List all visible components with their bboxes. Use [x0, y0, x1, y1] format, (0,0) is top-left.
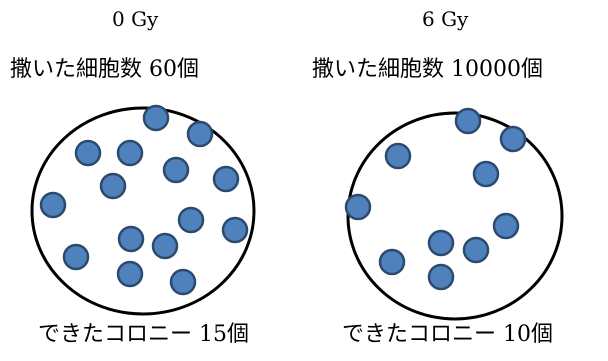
colony: [427, 263, 455, 291]
panel-0gy: 0 Gy 撒いた細胞数 60個 できたコロニー 15個: [0, 0, 300, 361]
colony: [74, 139, 102, 167]
colony: [117, 225, 145, 253]
colony-group: [344, 107, 527, 291]
seeded-cells-label: 撒いた細胞数 10000個: [312, 57, 543, 82]
colony: [221, 216, 249, 244]
dish-outline: [30, 106, 256, 316]
colony: [177, 206, 205, 234]
colony: [378, 248, 406, 276]
dish-outline: [346, 111, 564, 321]
colony: [454, 107, 482, 135]
colony: [62, 243, 90, 271]
colony: [186, 120, 214, 148]
colony: [116, 139, 144, 167]
colony: [39, 191, 67, 219]
dose-label: 6 Gy: [422, 7, 469, 31]
colony: [142, 104, 170, 132]
seeded-cells-label: 撒いた細胞数 60個: [10, 57, 199, 82]
colony: [169, 268, 197, 296]
colony: [116, 260, 144, 288]
colony: [499, 125, 527, 153]
colony: [344, 193, 372, 221]
colony: [472, 160, 500, 188]
culture-dish: [30, 104, 256, 316]
colony-count-label: できたコロニー 10個: [342, 322, 553, 347]
colony-group: [39, 104, 249, 296]
colony: [492, 212, 520, 240]
colony: [212, 165, 240, 193]
colony: [384, 142, 412, 170]
colony: [427, 229, 455, 257]
dose-label: 0 Gy: [112, 7, 159, 31]
culture-dish: [344, 107, 564, 321]
colony: [162, 156, 190, 184]
colony: [462, 236, 490, 264]
colony: [99, 172, 127, 200]
colony-count-label: できたコロニー 15個: [38, 322, 249, 347]
colony: [151, 232, 179, 260]
panel-6gy: 6 Gy 撒いた細胞数 10000個 できたコロニー 10個: [308, 0, 608, 361]
